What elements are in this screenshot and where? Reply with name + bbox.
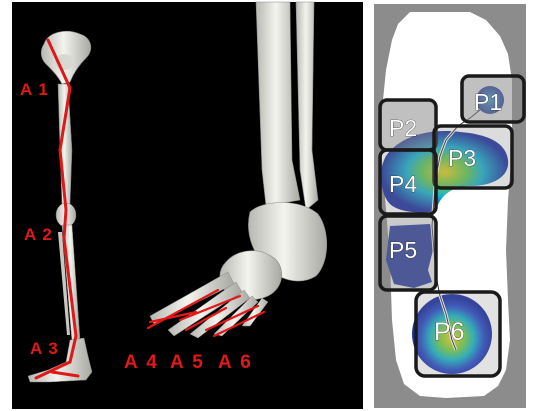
label-a2: A 2 bbox=[24, 225, 53, 244]
label-p5: P5 bbox=[389, 237, 417, 263]
label-p4: P4 bbox=[389, 171, 417, 197]
label-a1: A 1 bbox=[20, 80, 49, 99]
label-p3: P3 bbox=[448, 145, 476, 171]
insole-panel: P1 P2 P3 P4 P5 P6 bbox=[374, 4, 526, 408]
label-p6: P6 bbox=[434, 318, 465, 346]
label-a5: A 5 bbox=[170, 352, 205, 373]
label-a6: A 6 bbox=[218, 352, 253, 373]
label-a4: A 4 bbox=[124, 352, 159, 373]
skeleton-panel: A 1 A 2 A 3 A 4 A 5 A 6 bbox=[12, 2, 363, 409]
label-a3: A 3 bbox=[30, 339, 59, 358]
label-p2: P2 bbox=[389, 115, 417, 141]
label-p1: P1 bbox=[474, 89, 502, 115]
